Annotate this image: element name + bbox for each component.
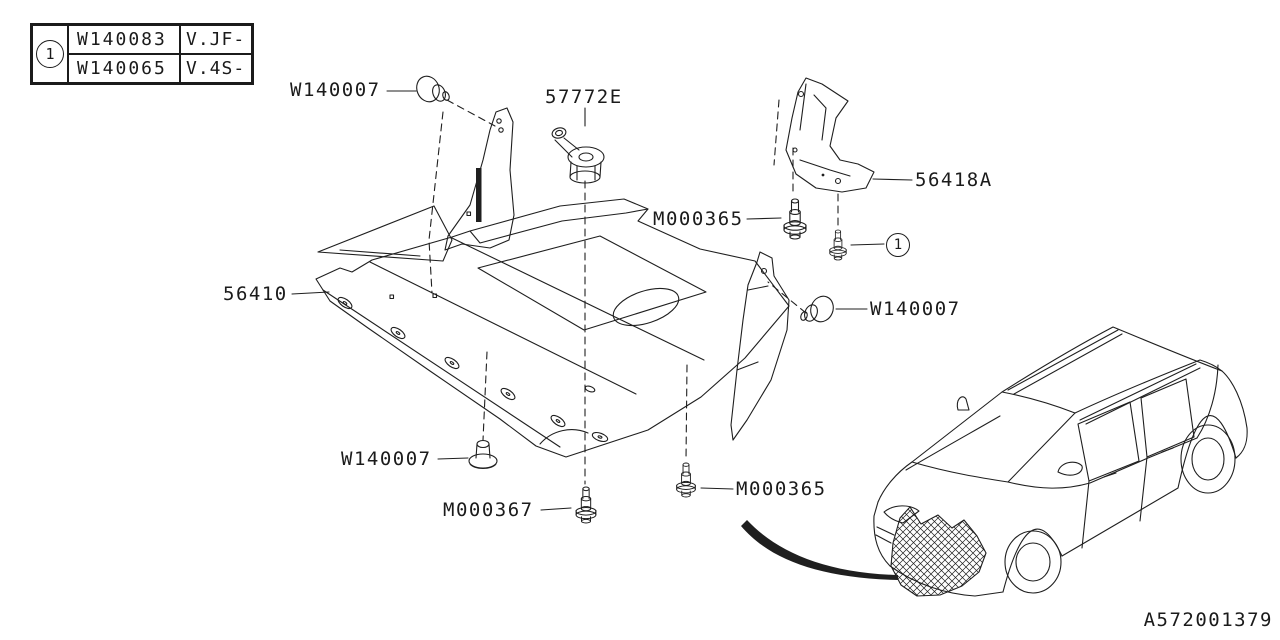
callout-56418a[interactable]: 56418A — [915, 169, 993, 191]
clip-w140007-top-art — [412, 72, 452, 106]
callout-leader-lines — [291, 90, 913, 511]
callout-56410[interactable]: 56410 — [223, 283, 288, 305]
ref-table-part-number[interactable]: W140083 — [68, 25, 180, 54]
clip-w140007-right-art — [798, 292, 838, 326]
cover-side-flange-art — [730, 251, 790, 441]
callout-m000365-top[interactable]: M000365 — [653, 208, 744, 230]
callout-w140007-right[interactable]: W140007 — [870, 298, 961, 320]
location-arrow — [741, 520, 898, 580]
ref-table-circled-number: 1 — [36, 40, 64, 68]
bolt-ref1-art — [829, 229, 847, 261]
ref-table-applicability: V.JF- — [180, 25, 252, 54]
callout-m000365-bottom[interactable]: M000365 — [736, 478, 827, 500]
bolt-m000365-top-art — [783, 198, 807, 240]
callout-ref-circle-1[interactable]: 1 — [886, 233, 910, 257]
vehicle-art — [873, 326, 1248, 597]
under-cover-art — [315, 198, 790, 458]
callout-w140007-bottom[interactable]: W140007 — [341, 448, 432, 470]
diagram-code: A572001379 — [1143, 609, 1273, 631]
bolt-m000365-bottom-art — [676, 462, 696, 498]
clip-w140007-bottom-art — [468, 439, 498, 470]
callout-m000367[interactable]: M000367 — [443, 499, 534, 521]
ref-table-applicability: V.4S- — [180, 54, 252, 83]
under-cover-location-highlight — [890, 506, 987, 597]
ref-table-circle-cell: 1 — [32, 25, 68, 83]
part-57772e-art — [551, 127, 605, 184]
assembly-dashed-lines — [428, 99, 839, 485]
bracket-56418a-art — [785, 77, 875, 193]
cover-front-wall-art — [317, 107, 515, 262]
callout-w140007-top[interactable]: W140007 — [290, 79, 381, 101]
ref-table: 1 W140083 V.JF- W140065 V.4S- — [30, 23, 254, 85]
bolt-m000367-art — [575, 486, 597, 524]
callout-57772e[interactable]: 57772E — [545, 86, 623, 108]
ref-table-part-number[interactable]: W140065 — [68, 54, 180, 83]
